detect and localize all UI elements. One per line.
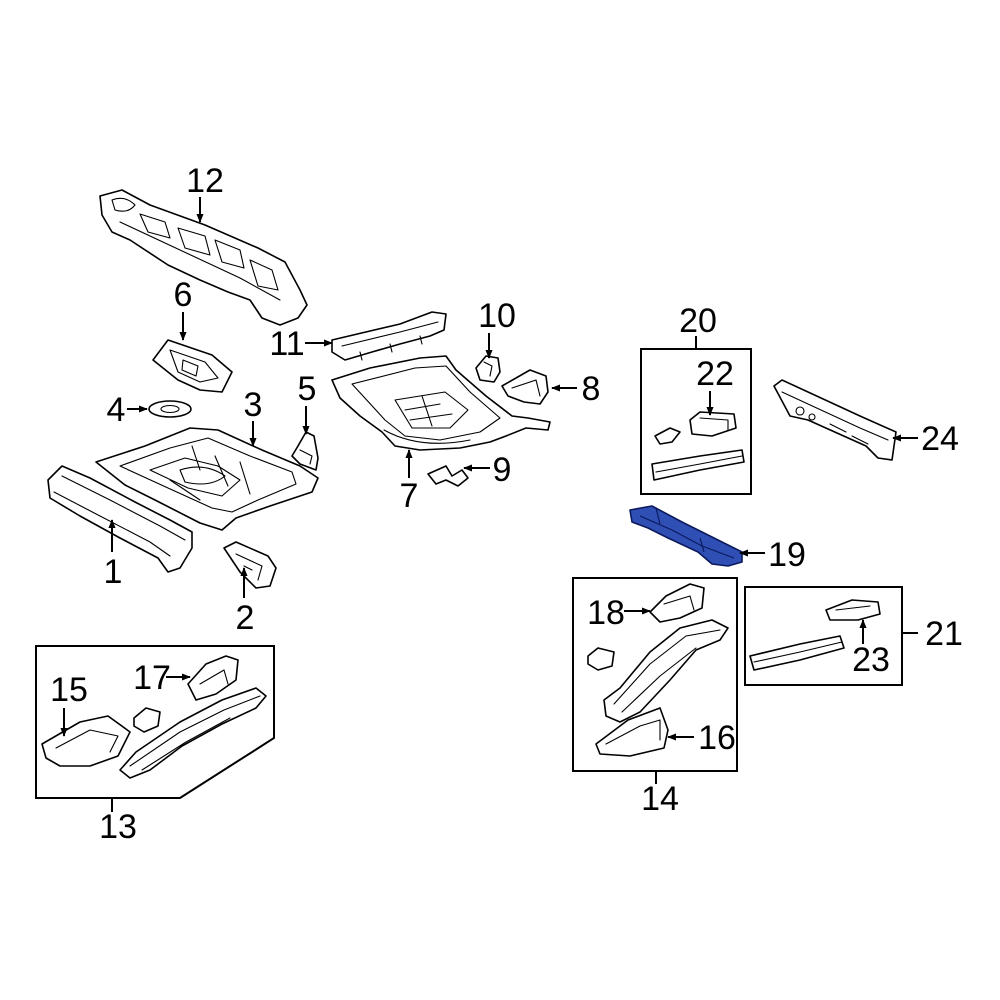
part-14-small-block[interactable] — [587, 647, 615, 671]
part-7-rear-floor[interactable] — [331, 355, 551, 451]
part-15-bracket[interactable] — [41, 715, 131, 767]
callout-7: 7 — [400, 477, 419, 515]
callout-14: 14 — [641, 780, 679, 818]
part-16-bracket[interactable] — [595, 707, 669, 757]
callout-21: 21 — [925, 615, 963, 653]
callout-2: 2 — [236, 599, 255, 637]
part-1-side-rail[interactable] — [47, 465, 193, 573]
part-12-crossmember[interactable] — [99, 189, 308, 326]
part-14-frame-rail[interactable] — [603, 619, 729, 723]
part-10-clip[interactable] — [475, 355, 501, 383]
callout-9: 9 — [493, 451, 512, 489]
part-9-strap[interactable] — [427, 465, 469, 487]
callout-12: 12 — [186, 162, 224, 200]
callout-24: 24 — [921, 420, 959, 458]
callout-labels: 12 6 4 3 1 2 5 11 10 8 9 7 20 22 24 19 1… — [50, 162, 963, 846]
part-13-small-block[interactable] — [133, 707, 161, 733]
callout-16: 16 — [698, 719, 736, 757]
part-20-rail[interactable] — [651, 449, 745, 481]
part-17-bracket[interactable] — [187, 655, 239, 701]
part-21-rail[interactable] — [749, 635, 845, 671]
callout-1: 1 — [104, 553, 123, 591]
group-box-13 — [35, 645, 275, 799]
part-3-floor-pan[interactable] — [95, 427, 319, 531]
part-4-washer[interactable] — [148, 400, 192, 418]
group-box-21 — [744, 586, 903, 686]
callout-17: 17 — [133, 659, 171, 697]
callout-11: 11 — [269, 325, 304, 363]
part-2-bracket[interactable] — [223, 541, 277, 589]
callout-19: 19 — [768, 536, 806, 574]
part-11-crossmember[interactable] — [331, 311, 447, 361]
part-13-frame-rail[interactable] — [119, 687, 267, 779]
callout-10: 10 — [478, 297, 516, 335]
part-19-highlighted-member[interactable] — [629, 505, 743, 567]
callout-22: 22 — [696, 355, 734, 393]
callout-3: 3 — [244, 386, 263, 424]
leader-lines — [60, 197, 918, 812]
callout-6: 6 — [174, 276, 193, 314]
part-6-bracket[interactable] — [152, 339, 233, 393]
part-23-bracket[interactable] — [825, 599, 881, 621]
part-22-bracket[interactable] — [654, 411, 737, 445]
callout-4: 4 — [107, 391, 126, 429]
callout-5: 5 — [298, 370, 317, 408]
part-8-bracket[interactable] — [501, 369, 549, 405]
callout-15: 15 — [50, 671, 88, 709]
part-18-bracket[interactable] — [649, 583, 705, 623]
callout-20: 20 — [679, 302, 717, 340]
callout-23: 23 — [852, 641, 890, 679]
part-24-rear-panel[interactable] — [773, 379, 897, 461]
callout-8: 8 — [582, 370, 601, 408]
callout-13: 13 — [99, 808, 137, 846]
callout-18: 18 — [587, 594, 625, 632]
